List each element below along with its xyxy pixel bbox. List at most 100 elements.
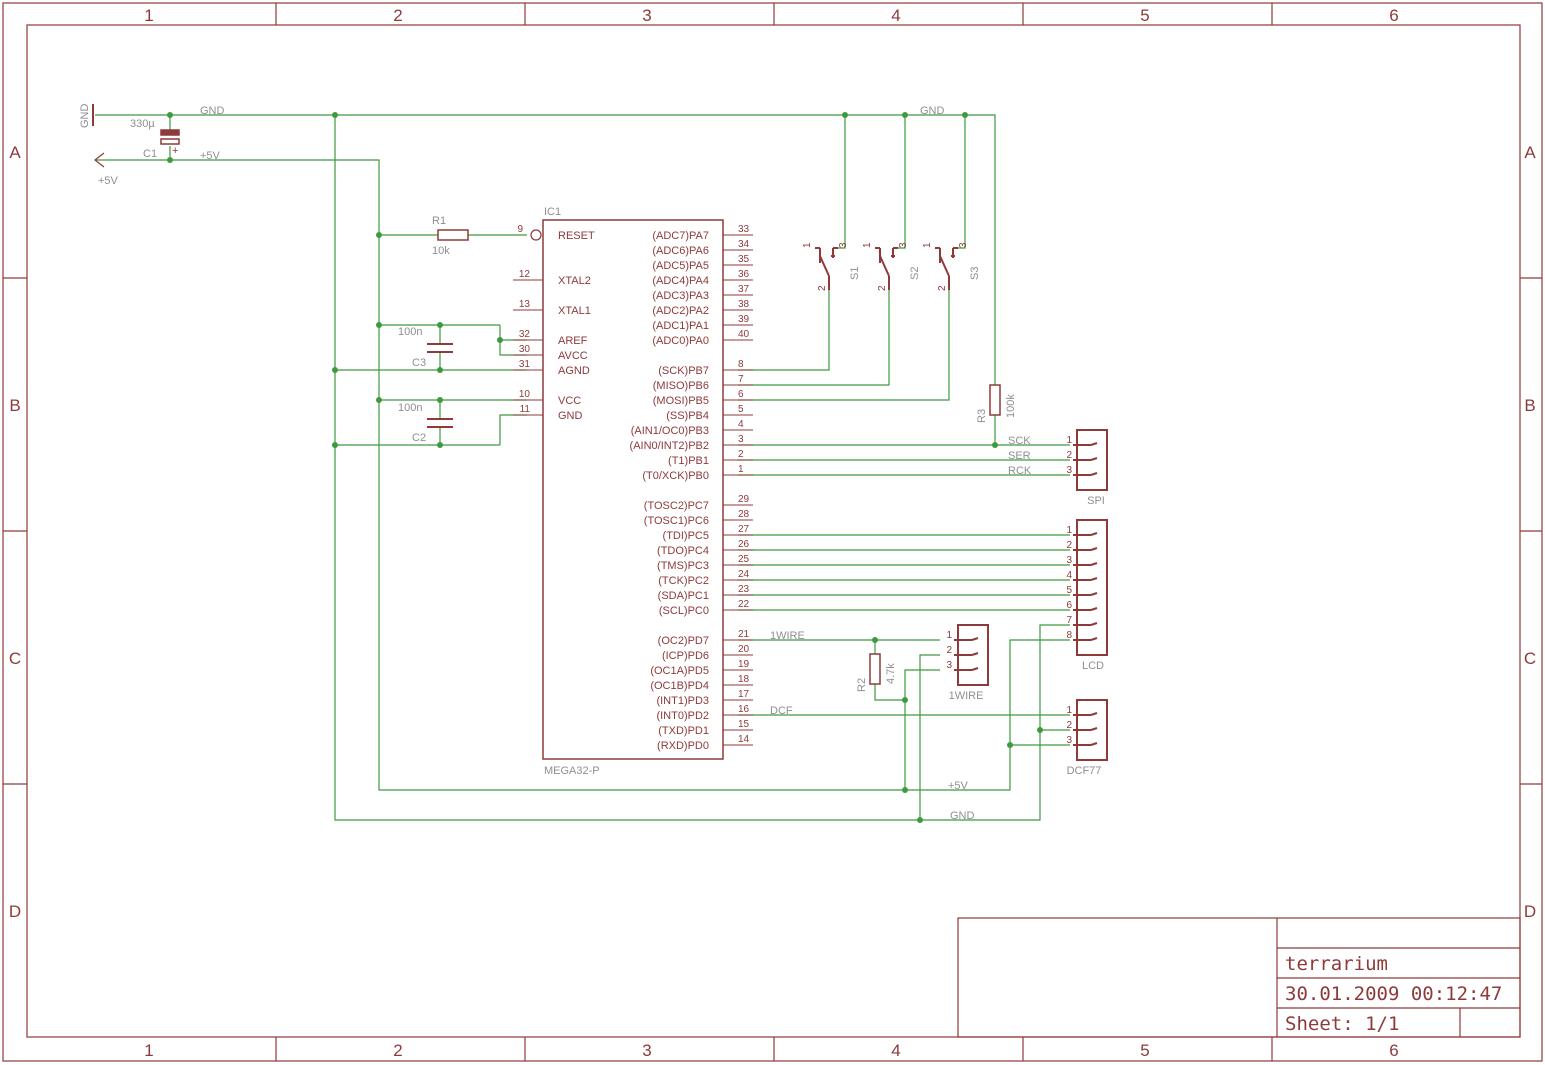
net-label-dcf: DCF xyxy=(770,705,793,717)
ic-pin-number: 23 xyxy=(738,584,750,595)
ic-pin-name: (INT0)PD2 xyxy=(656,710,709,722)
connector-pin-number: 5 xyxy=(1066,585,1072,596)
connector-pin-number: 1 xyxy=(946,630,952,641)
ic-pin-number: 17 xyxy=(738,689,750,700)
ic-pin-number: 34 xyxy=(738,239,750,250)
net-labels: GND GND +5V +5V GND 1WIRE DCF SCK SER RC… xyxy=(200,105,1032,822)
connector-pin-number: 4 xyxy=(1066,570,1072,581)
row-label: D xyxy=(1524,902,1536,921)
ic-pin-name: (SCK)PB7 xyxy=(658,365,709,377)
ic-pin-number: 8 xyxy=(738,359,744,370)
ic-pin-name: (ADC1)PA1 xyxy=(652,320,709,332)
ic-pin-name: (ADC3)PA3 xyxy=(652,290,709,302)
connector-name: SPI xyxy=(1087,495,1105,507)
gnd-rail-wire xyxy=(95,114,996,385)
switch-name: S2 xyxy=(909,267,921,280)
ic-pin-number: 20 xyxy=(738,644,750,655)
connector-pin-number: 2 xyxy=(1066,450,1072,461)
ic-pin-name: (ADC6)PA6 xyxy=(652,245,709,257)
ic-pin-number: 12 xyxy=(519,269,531,280)
supply-label-vcc: +5V xyxy=(98,175,119,187)
resistor-r3: R3 100k xyxy=(976,384,1017,423)
c1-value: 330µ xyxy=(130,118,155,130)
connector-pin-number: 1 xyxy=(1066,705,1072,716)
switch-pin-number: 2 xyxy=(877,285,888,291)
ic-pin-name: AVCC xyxy=(558,350,588,362)
ic-pin-number: 22 xyxy=(738,599,750,610)
ic-pin-number: 36 xyxy=(738,269,750,280)
ic-pin-number: 16 xyxy=(738,704,750,715)
project-title: terrarium xyxy=(1285,953,1388,975)
column-labels-bottom: 1 2 3 4 5 6 xyxy=(144,1041,1398,1060)
ic-pin-number: 31 xyxy=(519,359,531,370)
connector-pin-number: 1 xyxy=(1066,435,1072,446)
ic-pin-name: (TDI)PC5 xyxy=(663,530,709,542)
c1-polarity: + xyxy=(172,145,178,157)
switch-pin-number: 1 xyxy=(802,242,813,248)
ic-pin-name: (TMS)PC3 xyxy=(657,560,709,572)
connector-name: DCF77 xyxy=(1067,765,1102,777)
connector-pin-number: 1 xyxy=(1066,525,1072,536)
ic-pin-name: (ADC7)PA7 xyxy=(652,230,709,242)
row-label: A xyxy=(1524,143,1536,162)
c2-value: 100n xyxy=(398,402,422,414)
net-label-sck: SCK xyxy=(1008,435,1031,447)
ic-pin-number: 4 xyxy=(738,419,744,430)
ic-pin-number: 37 xyxy=(738,284,750,295)
row-label: A xyxy=(9,143,21,162)
r2-value: 4.7k xyxy=(885,663,897,684)
ic-pin-number: 13 xyxy=(519,299,531,310)
connector-pin-number: 3 xyxy=(946,660,952,671)
column-label: 4 xyxy=(891,1041,900,1060)
row-labels-left: A B C D xyxy=(9,143,21,921)
ic-pin-number: 18 xyxy=(738,674,750,685)
ic-pin-name: (AIN1/OC0)PB3 xyxy=(631,425,709,437)
c3-name: C3 xyxy=(412,357,426,369)
r2-name: R2 xyxy=(856,678,868,692)
sheet-number: Sheet: 1/1 xyxy=(1285,1013,1399,1035)
switch-pin-number: 3 xyxy=(958,242,969,248)
row-label: C xyxy=(1524,649,1536,668)
column-label: 1 xyxy=(144,6,153,25)
resistor-r2: R2 4.7k xyxy=(856,653,897,692)
ic-pin-name: AREF xyxy=(558,335,588,347)
ic-pin-name: (OC1A)PD5 xyxy=(650,665,709,677)
vcc-supply-symbol: +5V xyxy=(94,152,119,187)
connector-name: 1WIRE xyxy=(949,690,984,702)
switch-pin-number: 1 xyxy=(922,242,933,248)
ic-pin-number: 32 xyxy=(519,329,531,340)
ic-pin-number: 6 xyxy=(738,389,744,400)
column-label: 6 xyxy=(1389,6,1398,25)
ic-pin-number: 28 xyxy=(738,509,750,520)
ic-pin-number: 21 xyxy=(738,629,750,640)
ic1-left-pins: RESETXTAL212XTAL113AREF32AVCC30AGND31VCC… xyxy=(513,230,595,422)
ic-pin-number: 2 xyxy=(738,449,744,460)
switch-name: S1 xyxy=(849,267,861,280)
net-label-onewire: 1WIRE xyxy=(770,630,805,642)
ic-pin-name: (MOSI)PB5 xyxy=(653,395,709,407)
ic-pin-name: (TOSC1)PC6 xyxy=(644,515,709,527)
ic1-mega32: IC1 MEGA32-P RESETXTAL212XTAL113AREF32AV… xyxy=(513,206,753,777)
ic-pin-name: (ADC5)PA5 xyxy=(652,260,709,272)
ic-pin-number: 39 xyxy=(738,314,750,325)
ic-pin-name: (INT1)PD3 xyxy=(656,695,709,707)
ic-pin-number: 1 xyxy=(738,464,744,475)
vcc-rail-wire xyxy=(95,159,1070,791)
net-label-ser: SER xyxy=(1008,450,1031,462)
ic-pin-name: VCC xyxy=(558,395,581,407)
ic-pin-number: 15 xyxy=(738,719,750,730)
title-block: terrarium 30.01.2009 00:12:47 Sheet: 1/1 xyxy=(957,917,1521,1038)
capacitor-c1: + 330µ C1 xyxy=(130,118,180,160)
r3-value: 100k xyxy=(1005,394,1017,418)
ic-pin-name: (T0/XCK)PB0 xyxy=(642,470,709,482)
ic-pin-name: AGND xyxy=(558,365,590,377)
date-time: 30.01.2009 00:12:47 xyxy=(1285,983,1502,1005)
ic-pin-name: (ADC2)PA2 xyxy=(652,305,709,317)
ic-pin-number: 35 xyxy=(738,254,750,265)
c3-value: 100n xyxy=(398,326,422,338)
